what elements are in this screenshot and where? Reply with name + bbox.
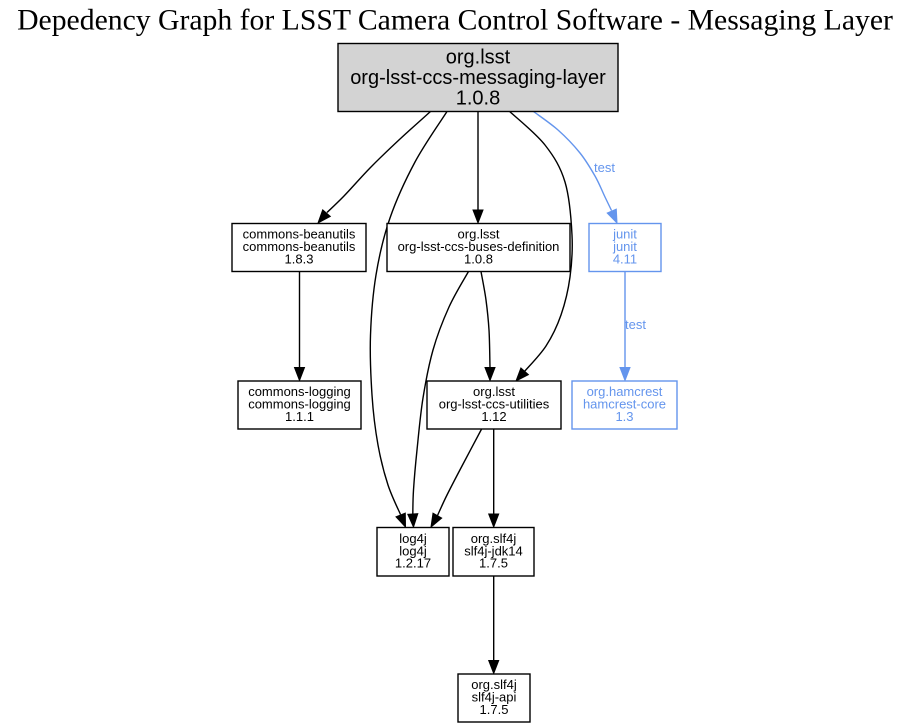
svg-text:test: test <box>625 317 646 332</box>
svg-text:1.7.5: 1.7.5 <box>480 702 509 717</box>
svg-text:org-lsst-ccs-buses-definition: org-lsst-ccs-buses-definition <box>398 239 560 254</box>
svg-text:commons-beanutils: commons-beanutils <box>243 239 356 254</box>
svg-text:commons-logging: commons-logging <box>248 384 351 399</box>
svg-text:log4j: log4j <box>399 543 427 558</box>
svg-text:log4j: log4j <box>399 531 427 546</box>
svg-text:1.8.3: 1.8.3 <box>285 251 314 266</box>
svg-text:1.0.8: 1.0.8 <box>456 88 500 110</box>
svg-text:1.0.8: 1.0.8 <box>464 251 493 266</box>
svg-text:org.hamcrest: org.hamcrest <box>587 384 663 399</box>
svg-text:org.slf4j: org.slf4j <box>471 677 517 692</box>
svg-text:org.lsst: org.lsst <box>458 227 500 242</box>
svg-text:hamcrest-core: hamcrest-core <box>583 397 666 412</box>
svg-text:1.12: 1.12 <box>481 409 506 424</box>
svg-text:org.lsst: org.lsst <box>446 47 511 69</box>
svg-text:org.slf4j: org.slf4j <box>471 531 517 546</box>
svg-text:1.1.1: 1.1.1 <box>285 409 314 424</box>
svg-text:junit: junit <box>612 227 637 242</box>
svg-text:junit: junit <box>612 239 637 254</box>
svg-text:commons-logging: commons-logging <box>248 397 351 412</box>
svg-text:1.7.5: 1.7.5 <box>479 556 508 571</box>
svg-text:Depedency Graph for LSST Camer: Depedency Graph for LSST Camera Control … <box>17 5 893 37</box>
svg-text:org-lsst-ccs-utilities: org-lsst-ccs-utilities <box>439 397 550 412</box>
svg-text:slf4j-jdk14: slf4j-jdk14 <box>464 543 523 558</box>
svg-text:1.3: 1.3 <box>615 409 633 424</box>
svg-text:test: test <box>594 160 615 175</box>
svg-text:slf4j-api: slf4j-api <box>472 690 517 705</box>
svg-text:org-lsst-ccs-messaging-layer: org-lsst-ccs-messaging-layer <box>350 67 606 89</box>
svg-text:org.lsst: org.lsst <box>473 384 515 399</box>
svg-text:commons-beanutils: commons-beanutils <box>243 227 356 242</box>
svg-text:1.2.17: 1.2.17 <box>395 556 431 571</box>
svg-text:4.11: 4.11 <box>613 251 637 266</box>
